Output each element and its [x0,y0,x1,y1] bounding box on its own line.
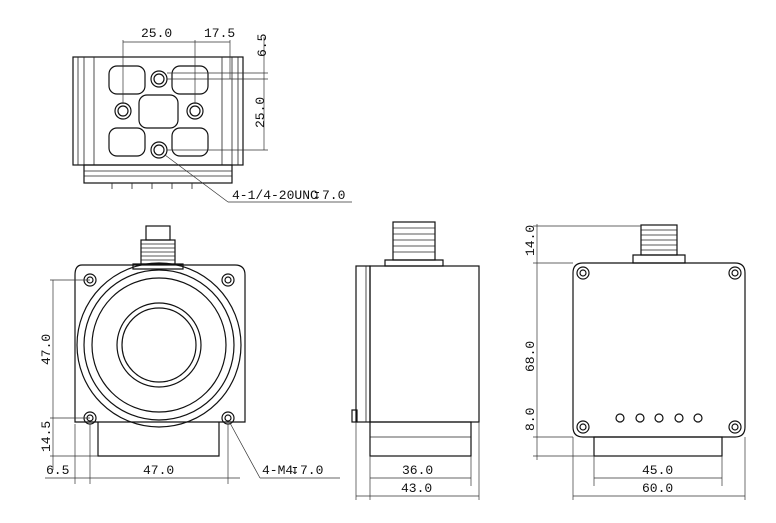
top-view-base [83,164,233,184]
lens-ring-outer [76,262,242,428]
led [693,413,703,423]
mount-hole [221,273,235,287]
led [674,413,684,423]
dim-47-width: 47.0 [143,463,174,478]
screw [576,420,590,434]
led [615,413,625,423]
side-view: 36.0 43.0 [351,221,480,500]
dim-68: 68.0 [523,341,538,372]
dim-36: 36.0 [402,463,433,478]
thread-depth: 7.0 [322,188,345,203]
top-pocket [171,65,209,95]
dim-6-5-top: 6.5 [255,34,270,57]
side-body [369,265,480,423]
hole-callout: 4-M4 [262,463,293,478]
back-housing [572,262,746,438]
connector-tip [145,225,171,241]
back-view: 14.0 68.0 8.0 45.0 60.0 [523,224,746,500]
dim-45: 45.0 [642,463,673,478]
dim-43: 43.0 [401,481,432,496]
dim-47-height: 47.0 [39,334,54,365]
thread-callout: 4-1/4-20UNC [232,188,318,203]
dim-14-5: 14.5 [39,421,54,452]
front-base [97,422,220,457]
led [654,413,664,423]
dim-25-top-height: 25.0 [253,97,268,128]
hole-depth: 7.0 [300,463,323,478]
top-pocket [108,127,146,157]
screw [728,420,742,434]
side-base [369,421,472,457]
thread-hole [150,141,168,159]
led [635,413,645,423]
dim-8: 8.0 [523,408,538,431]
lens-ring-inner [116,302,202,388]
back-base [593,436,723,457]
dim-17-5: 17.5 [204,26,235,41]
side-flange [355,265,371,423]
screw [576,266,590,280]
screw [728,266,742,280]
depth-symbol: ↧ [291,463,299,478]
dim-6-5-front: 6.5 [46,463,69,478]
front-housing [74,264,246,423]
dim-25-top: 25.0 [141,26,172,41]
dim-14: 14.0 [523,225,538,256]
top-view: 25.0 17.5 6.5 25.0 4-1/4-20UNC ↧ 7.0 [72,26,352,203]
dim-60: 60.0 [642,481,673,496]
top-pocket [171,127,209,157]
depth-symbol: ↧ [313,188,321,203]
top-pocket-center [138,94,179,129]
front-view: 47.0 14.5 6.5 47.0 4-M4 ↧ 7.0 [39,225,340,484]
top-pocket [108,65,146,95]
